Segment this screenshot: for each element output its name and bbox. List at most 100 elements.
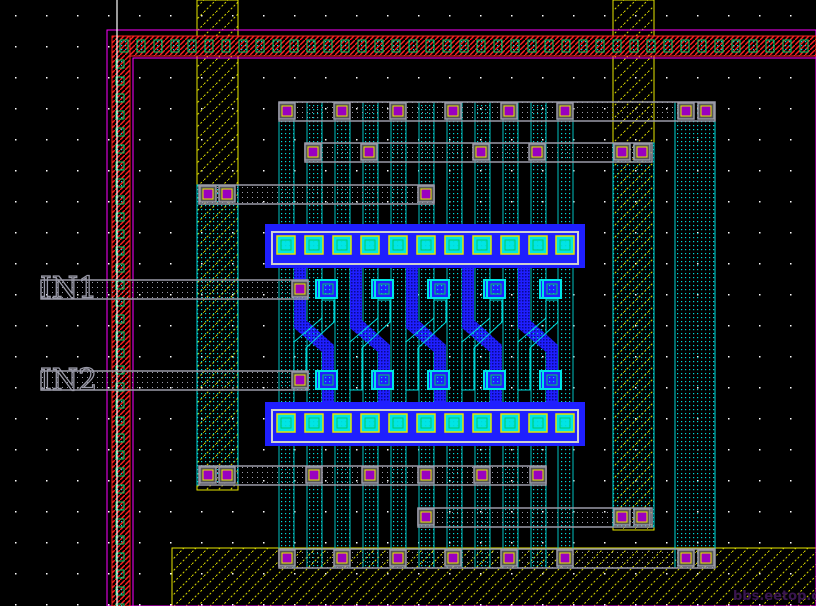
guard-ring-contact [527, 39, 537, 53]
gate-contact-cut [434, 374, 446, 386]
watermark: bbs.eetop.cn [733, 589, 816, 604]
via-cut [636, 146, 648, 158]
via-cut [294, 283, 306, 295]
via-cut [281, 552, 293, 564]
guard-ring-contact [115, 127, 125, 137]
via-cut [202, 469, 214, 481]
guard-ring-contact [115, 501, 125, 511]
guard-ring-contact [510, 39, 520, 53]
metal-cross [461, 299, 503, 391]
via-cut [616, 511, 628, 523]
guard-ring-contact [221, 39, 231, 53]
guard-ring-contact [115, 535, 125, 545]
pin-label-in1[interactable]: IN1 [39, 270, 97, 306]
guard-ring-contact [204, 39, 214, 53]
pin-label-in2[interactable]: IN2 [39, 362, 97, 398]
via-cut [392, 552, 404, 564]
diffusion-contact-cut [336, 417, 348, 429]
guard-ring-contact [459, 39, 469, 53]
metal-cross [517, 299, 559, 391]
via-cut [392, 105, 404, 117]
metal-finger [446, 101, 463, 569]
guard-ring-contact [115, 467, 125, 477]
guard-ring-contact [115, 569, 125, 579]
via-cut [420, 469, 432, 481]
via-cut [475, 146, 487, 158]
diffusion-contact-cut [392, 417, 404, 429]
via-cut [447, 552, 459, 564]
guard-ring-contact [153, 39, 163, 53]
guard-ring-contact [115, 93, 125, 103]
via-cut [559, 105, 571, 117]
guard-ring-contact [115, 518, 125, 528]
via-cut [202, 188, 214, 200]
via-cut [447, 105, 459, 117]
via-cut [700, 552, 712, 564]
guard-ring-contact [115, 110, 125, 120]
via-cut [680, 552, 692, 564]
guard-ring-contact [115, 586, 125, 596]
diffusion-contact-cut [392, 239, 404, 251]
diffusion-contact-cut [532, 239, 544, 251]
guard-ring-contact [697, 39, 707, 53]
guard-ring-contact [595, 39, 605, 53]
guard-ring-contact [748, 39, 758, 53]
guard-ring-contact [476, 39, 486, 53]
guard-ring-contact [357, 39, 367, 53]
diffusion-contact-cut [280, 417, 292, 429]
diffusion-contact-cut [308, 239, 320, 251]
guard-ring-contact [578, 39, 588, 53]
via-cut [336, 105, 348, 117]
guard-ring-contact [391, 39, 401, 53]
metal-finger [557, 101, 574, 569]
guard-ring-contact [765, 39, 775, 53]
via-cut [420, 188, 432, 200]
metal-finger [334, 101, 351, 569]
diffusion-contact-cut [448, 417, 460, 429]
diffusion-contact-cut [336, 239, 348, 251]
guard-ring-contact [255, 39, 265, 53]
guard-ring-contact [782, 39, 792, 53]
diffusion-contact-cut [420, 417, 432, 429]
metal-cross [349, 299, 391, 391]
guard-ring-contact [115, 416, 125, 426]
guard-ring-contact [115, 212, 125, 222]
guard-ring-contact [714, 39, 724, 53]
via-cut [531, 146, 543, 158]
metal-finger [278, 101, 295, 569]
diffusion-contact-cut [364, 417, 376, 429]
diffusion-contact-cut [420, 239, 432, 251]
guard-ring-contact [170, 39, 180, 53]
guard-ring-contact [115, 331, 125, 341]
diffusion-outline-top [271, 231, 579, 265]
diffusion-contact-cut [504, 239, 516, 251]
guard-ring-contact [115, 552, 125, 562]
guard-ring-contact [425, 39, 435, 53]
guard-ring-contact [272, 39, 282, 53]
diffusion-contact-cut [476, 417, 488, 429]
via-cut [221, 469, 233, 481]
via-cut [364, 469, 376, 481]
diffusion-contact-cut [559, 239, 571, 251]
via-cut [308, 469, 320, 481]
via-cut [336, 552, 348, 564]
gate-contact-cut [546, 283, 558, 295]
gate-contact-cut [434, 283, 446, 295]
diffusion-contact-cut [364, 239, 376, 251]
guard-ring-contact [115, 178, 125, 188]
diffusion-contact-cut [448, 239, 460, 251]
via-cut [363, 146, 375, 158]
via-cut [294, 374, 306, 386]
via-cut [281, 105, 293, 117]
guard-ring-contact [115, 246, 125, 256]
guard-ring-contact [306, 39, 316, 53]
gate-contact-cut [378, 374, 390, 386]
metal-cross [405, 299, 447, 391]
guard-ring-contact [115, 229, 125, 239]
gate-contact-cut [322, 374, 334, 386]
guard-ring-contact [115, 348, 125, 358]
metal-column-right-outer [674, 101, 716, 569]
guard-ring-outline-inner [132, 57, 816, 606]
guard-ring-contact [442, 39, 452, 53]
